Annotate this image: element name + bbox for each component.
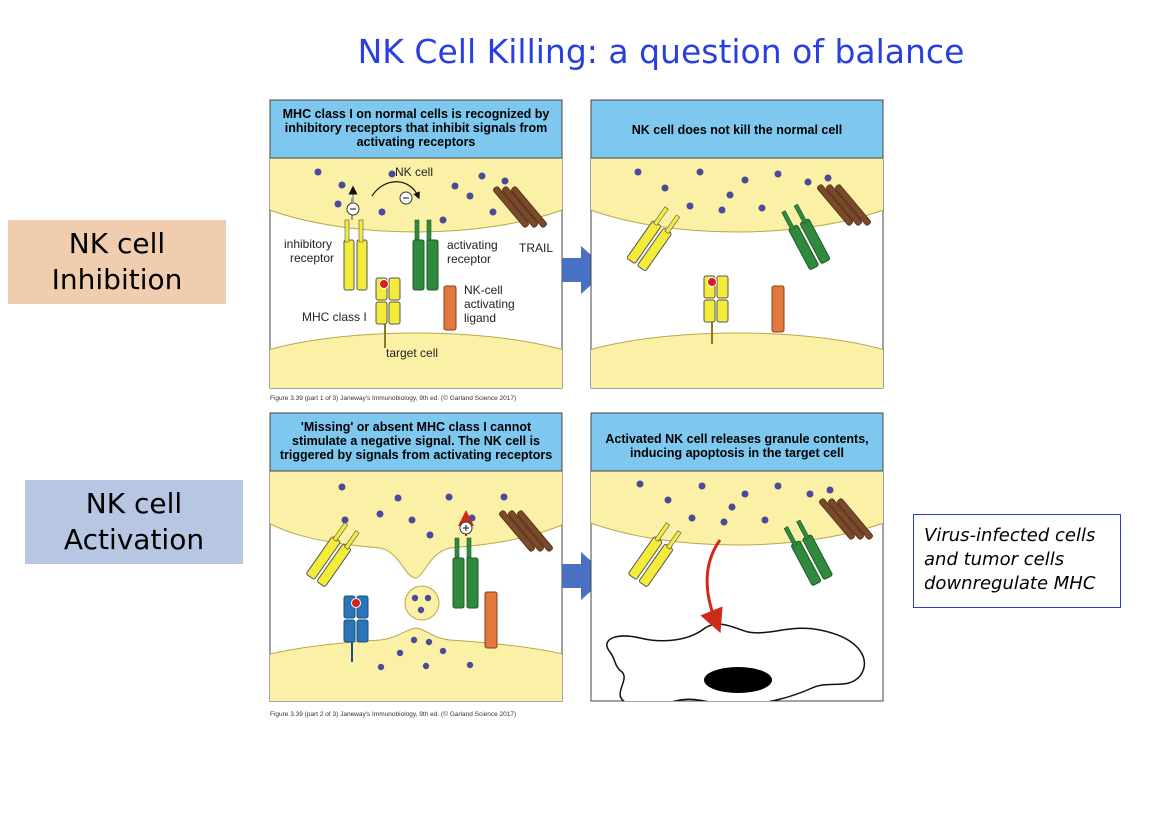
p3-header-line3: triggered by signals from activating rec…	[280, 448, 552, 462]
label-target-cell: target cell	[386, 346, 438, 360]
label-ligand-line3: ligand	[464, 311, 496, 325]
trail-ligand	[493, 186, 547, 228]
target-cell-body	[270, 332, 562, 388]
trail-ligand-p4	[819, 498, 873, 540]
p4-header-line2: inducing apoptosis in the target cell	[630, 446, 844, 460]
inhibitory-receptor-p3	[306, 522, 360, 587]
label-inhibitory-line1: inhibitory	[284, 237, 332, 251]
activating-receptor-p3	[452, 537, 479, 609]
p3-header-line2: stimulate a negative signal. The NK cell…	[292, 434, 540, 448]
note-line1: Virus-infected cells	[924, 525, 1096, 546]
note-line3: downregulate MHC	[924, 573, 1096, 594]
mhc-downregulation-note: Virus-infected cells and tumor cells dow…	[913, 514, 1121, 608]
page-title: NK Cell Killing: a question of balance	[357, 32, 965, 71]
p1-header-line1: MHC class I on normal cells is recognize…	[283, 107, 550, 121]
p4-header-line1: Activated NK cell releases granule conte…	[605, 432, 868, 446]
inhibition-arrow	[371, 181, 420, 200]
inhibitory-receptor	[343, 198, 368, 291]
nk-inhibition-label-line2: Inhibition	[51, 263, 183, 296]
activating-receptor	[412, 219, 439, 291]
condensed-nucleus	[704, 667, 772, 693]
arrow-bottom	[562, 552, 608, 600]
nk-activating-ligand-p3	[484, 591, 498, 649]
p1-header-line3: activating receptors	[357, 135, 476, 149]
label-inhibitory-line2: receptor	[290, 251, 334, 265]
activating-receptor-p2	[781, 203, 831, 270]
panel-missing-mhc: 'Missing' or absent MHC class I cannot s…	[269, 412, 563, 702]
figure-caption-top: Figure 3.39 (part 1 of 3) Janeway's Immu…	[270, 395, 517, 402]
nk-activating-ligand-p2	[771, 285, 785, 333]
note-line2: and tumor cells	[924, 549, 1065, 570]
panel-inhibition-recognition: MHC class I on normal cells is recognize…	[269, 99, 563, 389]
mhc-class-i	[375, 277, 401, 348]
panel-no-killing: NK cell does not kill the normal cell	[590, 99, 884, 389]
inhibitory-receptor-p2	[626, 206, 681, 272]
p2-header: NK cell does not kill the normal cell	[632, 123, 842, 137]
mhc-class-i-p2	[703, 275, 729, 344]
p1-header-line2: inhibitory receptors that inhibit signal…	[285, 121, 548, 135]
nk-activation-label: NK cell Activation	[25, 480, 243, 564]
trail-ligand-p2	[817, 184, 871, 226]
p3-header-line1: 'Missing' or absent MHC class I cannot	[301, 420, 532, 434]
nk-activation-label-line1: NK cell	[85, 487, 183, 520]
mhc-blue-p3	[343, 595, 369, 662]
granules	[314, 168, 509, 224]
granule-release-arrow	[700, 539, 723, 634]
nk-inhibition-label-line1: NK cell	[68, 227, 166, 260]
label-activating-line1: activating	[447, 238, 498, 252]
label-nk-cell: NK cell	[395, 165, 433, 179]
nk-activation-label-line2: Activation	[63, 523, 205, 556]
panel-apoptosis: Activated NK cell releases granule conte…	[590, 412, 884, 702]
granule-vesicle	[404, 585, 440, 621]
label-ligand-line2: activating	[464, 297, 515, 311]
label-activating-line2: receptor	[447, 252, 491, 266]
inhibitory-receptor-p4	[628, 522, 682, 587]
activating-receptor-p4	[783, 519, 833, 586]
label-ligand-line1: NK-cell	[464, 283, 503, 297]
nk-activating-ligand	[443, 285, 457, 331]
arrow-top	[562, 246, 608, 294]
nk-inhibition-label: NK cell Inhibition	[8, 220, 226, 304]
label-mhc-class-i: MHC class I	[302, 310, 367, 324]
trail-ligand-p3	[499, 510, 553, 552]
figure-caption-bottom: Figure 3.39 (part 2 of 3) Janeway's Immu…	[270, 711, 517, 718]
label-trail: TRAIL	[519, 241, 553, 255]
